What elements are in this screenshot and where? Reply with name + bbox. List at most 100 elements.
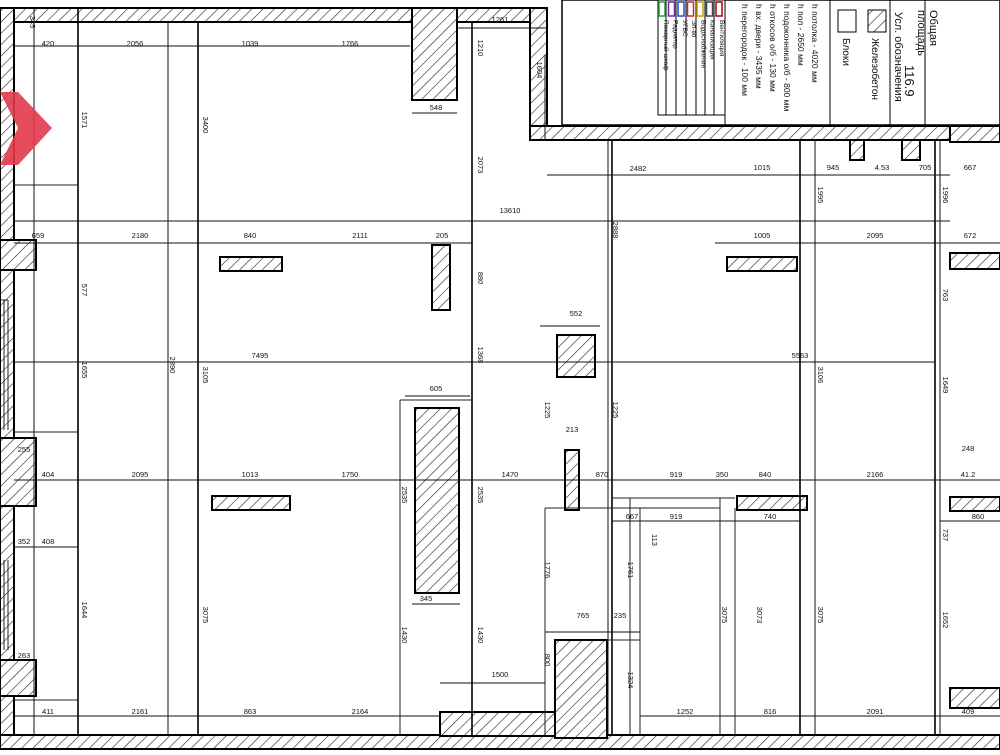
dimension-label-1225-a: 1225 bbox=[543, 402, 552, 419]
dimension-label-411: 411 bbox=[42, 707, 54, 716]
wall-left-pier-1 bbox=[0, 239, 37, 271]
dimension-label-1261: 1261 bbox=[492, 15, 509, 24]
interior-elements bbox=[211, 244, 808, 739]
legend-swatch-4 bbox=[686, 1, 695, 17]
partition-upper-right bbox=[726, 256, 798, 272]
wall-left-pier-2 bbox=[0, 437, 37, 507]
dimension-label-737: 737 bbox=[941, 529, 950, 542]
dimension-label-2535-a: 2535 bbox=[400, 487, 409, 504]
legend-symbols-header: Усл. обозначения bbox=[892, 12, 904, 102]
dimension-label-605: 605 bbox=[430, 384, 443, 393]
dimension-label-1470: 1470 bbox=[502, 470, 519, 479]
legend-item-label: Эл-во bbox=[690, 20, 697, 38]
dimension-label-800: 800 bbox=[543, 654, 552, 667]
legend-item-label: Радиатор bbox=[672, 20, 679, 49]
dimension-label-1368: 1368 bbox=[476, 347, 485, 364]
dimension-label-1324: 1324 bbox=[626, 672, 635, 689]
legend-swatch-5 bbox=[696, 1, 704, 17]
direction-arrow-icon bbox=[0, 92, 52, 165]
dimension-label-2161: 2161 bbox=[132, 707, 149, 716]
dimension-label-350: 350 bbox=[716, 470, 729, 479]
dimension-label-345-b: 345 bbox=[420, 594, 433, 603]
wall-bottom-stub bbox=[439, 711, 556, 737]
legend-item-label: Водоснабжение bbox=[699, 20, 707, 69]
legend-item-label: Пожарный шкаф bbox=[662, 20, 670, 71]
dimension-label-1210: 1210 bbox=[476, 40, 485, 57]
dimension-label-705: 705 bbox=[919, 163, 932, 172]
dimension-label-453: 4.53 bbox=[875, 163, 890, 172]
dimension-label-1252: 1252 bbox=[677, 707, 694, 716]
dimension-label-1652: 1652 bbox=[941, 612, 950, 629]
partition-upper-left bbox=[219, 256, 283, 272]
dimension-label-880: 880 bbox=[476, 272, 485, 285]
dimension-label-420: 420 bbox=[42, 39, 55, 48]
dimension-label-13610: 13610 bbox=[500, 206, 521, 215]
dimension-label-2482: 2482 bbox=[630, 164, 647, 173]
dimension-label-1013: 1013 bbox=[242, 470, 259, 479]
legend-notes: h потолка - 4020 ммh пол - 2650 ммh подо… bbox=[740, 4, 820, 111]
dimension-label-412: 41.2 bbox=[961, 470, 976, 479]
dimension-label-1571: 1571 bbox=[80, 112, 89, 129]
column-tall bbox=[414, 407, 460, 594]
dimension-label-1225-b: 1225 bbox=[611, 402, 620, 419]
wall-right-pier-2 bbox=[949, 496, 1000, 512]
dimension-label-1430-b: 1430 bbox=[476, 627, 485, 644]
dimension-label-2888: 2888 bbox=[611, 222, 620, 239]
dimension-label-765: 765 bbox=[577, 611, 590, 620]
legend-concrete-label: Железобетон bbox=[869, 38, 881, 100]
dimension-label-235: 235 bbox=[614, 611, 627, 620]
dimension-label-213: 213 bbox=[566, 425, 579, 434]
dimension-label-205: 205 bbox=[436, 231, 449, 240]
legend-block: h потолка - 4020 ммh пол - 2650 ммh подо… bbox=[561, 0, 1000, 126]
legend-note: h откосов о/б - 130 мм bbox=[768, 4, 778, 92]
wall-right-pier-1 bbox=[949, 252, 1000, 270]
dimension-label-919-a: 919 bbox=[670, 470, 683, 479]
legend-swatch-6 bbox=[705, 1, 714, 17]
dimension-label-3075-a: 3075 bbox=[201, 607, 210, 624]
dimension-label-840-b: 840 bbox=[759, 470, 772, 479]
dimension-label-3400: 3400 bbox=[201, 117, 210, 134]
wall-right bbox=[949, 125, 1000, 143]
dimension-label-2091: 2091 bbox=[867, 707, 884, 716]
dimension-label-2166: 2166 bbox=[867, 470, 884, 479]
dimension-label-667-b: 667 bbox=[626, 512, 639, 521]
dimension-label-2890: 2890 bbox=[168, 357, 177, 374]
wall-top-left bbox=[0, 7, 459, 23]
dimension-label-3075-b: 3075 bbox=[720, 607, 729, 624]
legend-blocks-label: Блоки bbox=[840, 38, 851, 66]
dimension-label-408: 408 bbox=[42, 537, 55, 546]
dimension-label-1750: 1750 bbox=[342, 470, 359, 479]
dimension-label-740: 740 bbox=[764, 512, 777, 521]
dimension-label-552: 552 bbox=[570, 309, 583, 318]
legend-swatch-7 bbox=[715, 1, 723, 17]
dimension-label-1776: 1776 bbox=[543, 562, 552, 579]
column-upper-mid bbox=[431, 244, 451, 311]
wall-left-pier-3 bbox=[0, 659, 37, 697]
dimension-label-659: 659 bbox=[32, 231, 45, 240]
dimension-label-1430-a: 1430 bbox=[400, 627, 409, 644]
dimension-label-263: 263 bbox=[18, 651, 31, 660]
dimension-label-2180: 2180 bbox=[132, 231, 149, 240]
corridor-pocket-2 bbox=[901, 139, 921, 161]
dimension-label-672: 672 bbox=[964, 231, 977, 240]
legend-area-value: 116.9 bbox=[902, 65, 917, 97]
dimension-label-1996: 1996 bbox=[941, 187, 950, 204]
legend-area-subheader: площадь bbox=[915, 10, 927, 56]
partition-lower-left bbox=[211, 495, 291, 511]
dimension-label-2095: 2095 bbox=[132, 470, 149, 479]
dimension-label-1649: 1649 bbox=[941, 377, 950, 394]
legend-note: h перегородок - 100 мм bbox=[740, 4, 750, 96]
dimension-label-919-b: 919 bbox=[670, 512, 683, 521]
column-top bbox=[411, 7, 458, 101]
legend-items: ВентиляцияКанализацияВодоснабжениеЭл-воУ… bbox=[662, 20, 725, 71]
legend-note: h вх. двери - 3435 мм bbox=[754, 4, 764, 89]
dimension-label-763: 763 bbox=[941, 289, 950, 302]
dimension-label-1995: 1995 bbox=[816, 187, 825, 204]
dimension-label-860: 860 bbox=[972, 512, 985, 521]
dimension-label-2095-r: 2095 bbox=[867, 231, 884, 240]
dimension-label-870: 870 bbox=[596, 470, 609, 479]
dimension-label-2164: 2164 bbox=[352, 707, 369, 716]
legend-note: h потолка - 4020 мм bbox=[810, 4, 820, 83]
dimension-label-3073: 3073 bbox=[755, 607, 764, 624]
